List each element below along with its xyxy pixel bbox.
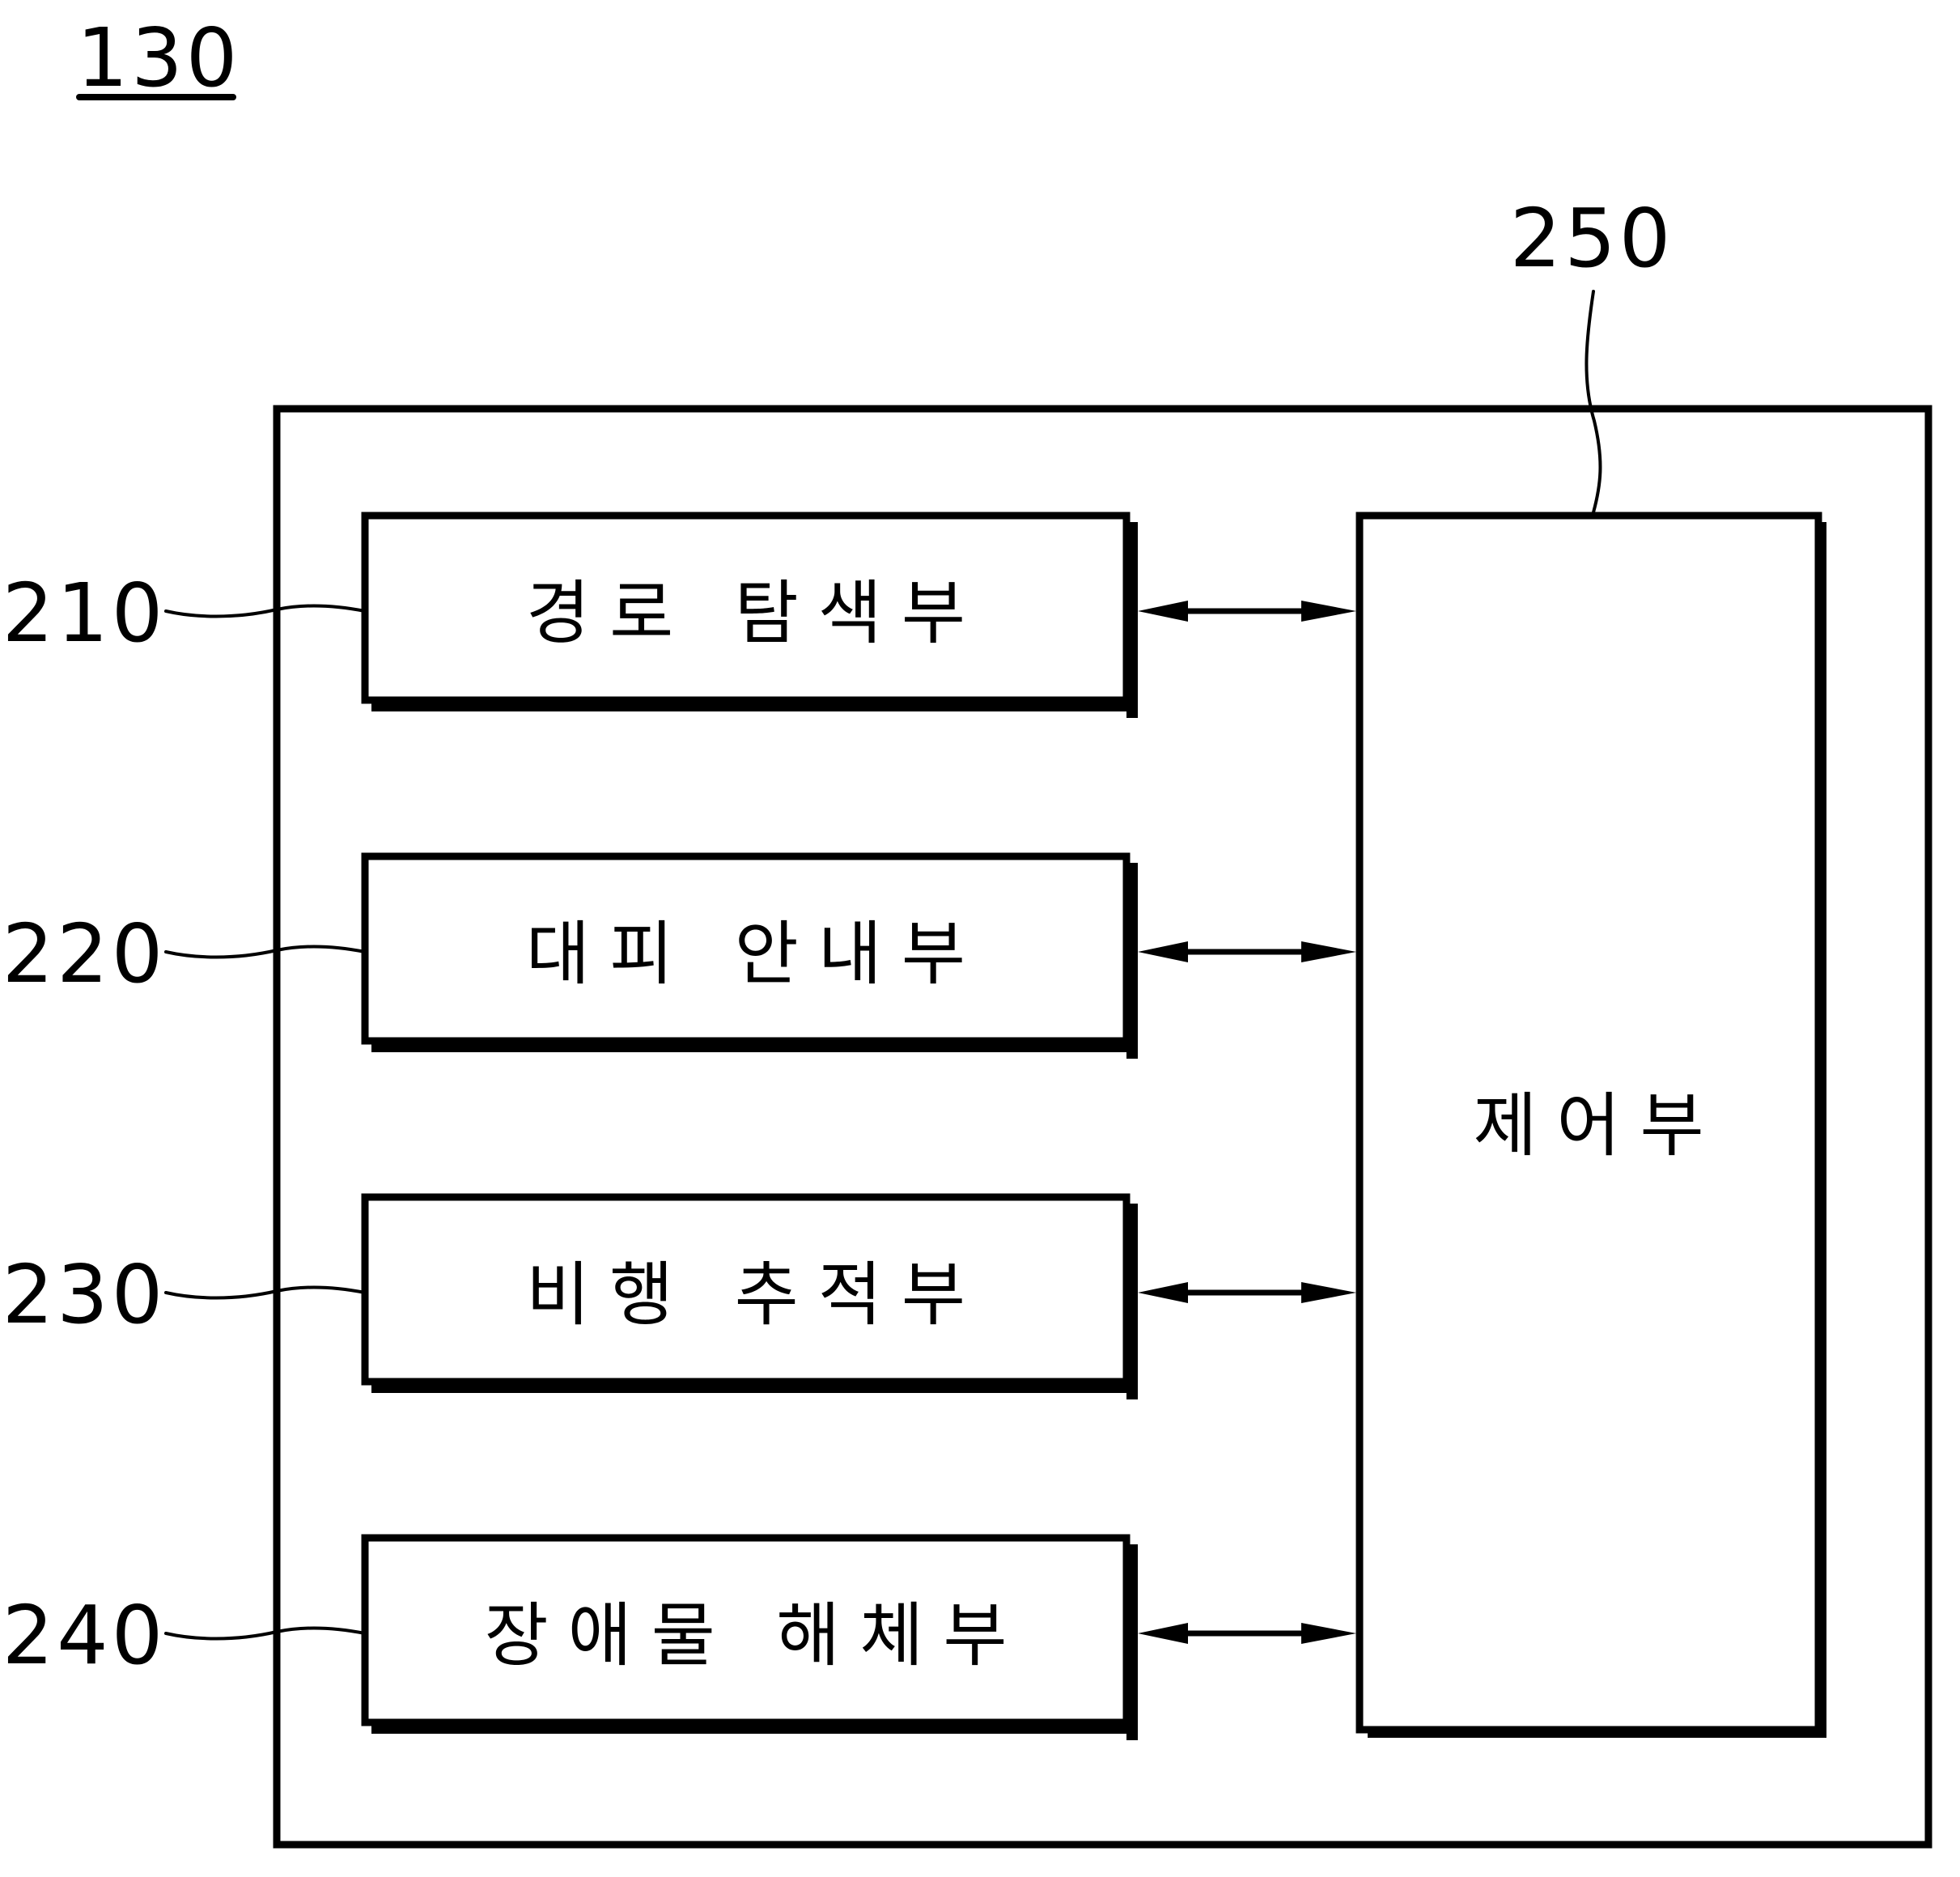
block-reference-number: 220 — [2, 907, 167, 1001]
block-leader-line — [164, 604, 367, 618]
arrow-head-right — [1301, 601, 1356, 622]
arrow-head-right — [1301, 941, 1356, 962]
block-reference-number: 240 — [2, 1588, 167, 1683]
block-label: 대피 안내부 — [526, 914, 985, 995]
controller-label: 제어부 — [1473, 1085, 1723, 1166]
controller-block: 제어부 — [1355, 512, 1826, 1738]
arrow-head-left — [1138, 941, 1188, 962]
outer-container-frame — [273, 405, 1932, 1849]
block-box — [361, 512, 1131, 704]
arrow-head-right — [1301, 1282, 1356, 1303]
block-leader-line — [164, 1285, 367, 1300]
block-box — [361, 1534, 1131, 1726]
functional-block: 대피 안내부 220 — [2, 852, 1356, 1059]
figure-reference: 130 — [76, 11, 241, 105]
controller-reference-number: 250 — [1510, 191, 1674, 286]
block-label: 비행 추적부 — [526, 1255, 985, 1336]
arrow-head-right — [1301, 1623, 1356, 1644]
block-label: 장애물 해체부 — [484, 1595, 1026, 1676]
block-leader-line — [164, 1626, 367, 1641]
arrow-head-left — [1138, 1623, 1188, 1644]
functional-block: 장애물 해체부 240 — [2, 1534, 1356, 1740]
controller-leader-line — [1585, 290, 1602, 514]
arrow-head-left — [1138, 601, 1188, 622]
functional-block: 경로 탐색부 210 — [2, 512, 1356, 718]
arrow-head-left — [1138, 1282, 1188, 1303]
functional-block: 비행 추적부 230 — [2, 1193, 1356, 1399]
block-label: 경로 탐색부 — [526, 573, 985, 654]
block-reference-number: 210 — [2, 566, 167, 660]
functional-blocks: 경로 탐색부 210 대피 안내부 220 비행 추적부 230 장애물 해체부 240 — [2, 512, 1356, 1740]
block-box — [361, 1193, 1131, 1386]
controller-reference: 250 — [1510, 191, 1674, 514]
block-reference-number: 230 — [2, 1247, 167, 1342]
figure-reference-number: 130 — [77, 11, 241, 105]
block-box — [361, 852, 1131, 1045]
controller-box — [1355, 512, 1822, 1734]
block-leader-line — [164, 945, 367, 959]
